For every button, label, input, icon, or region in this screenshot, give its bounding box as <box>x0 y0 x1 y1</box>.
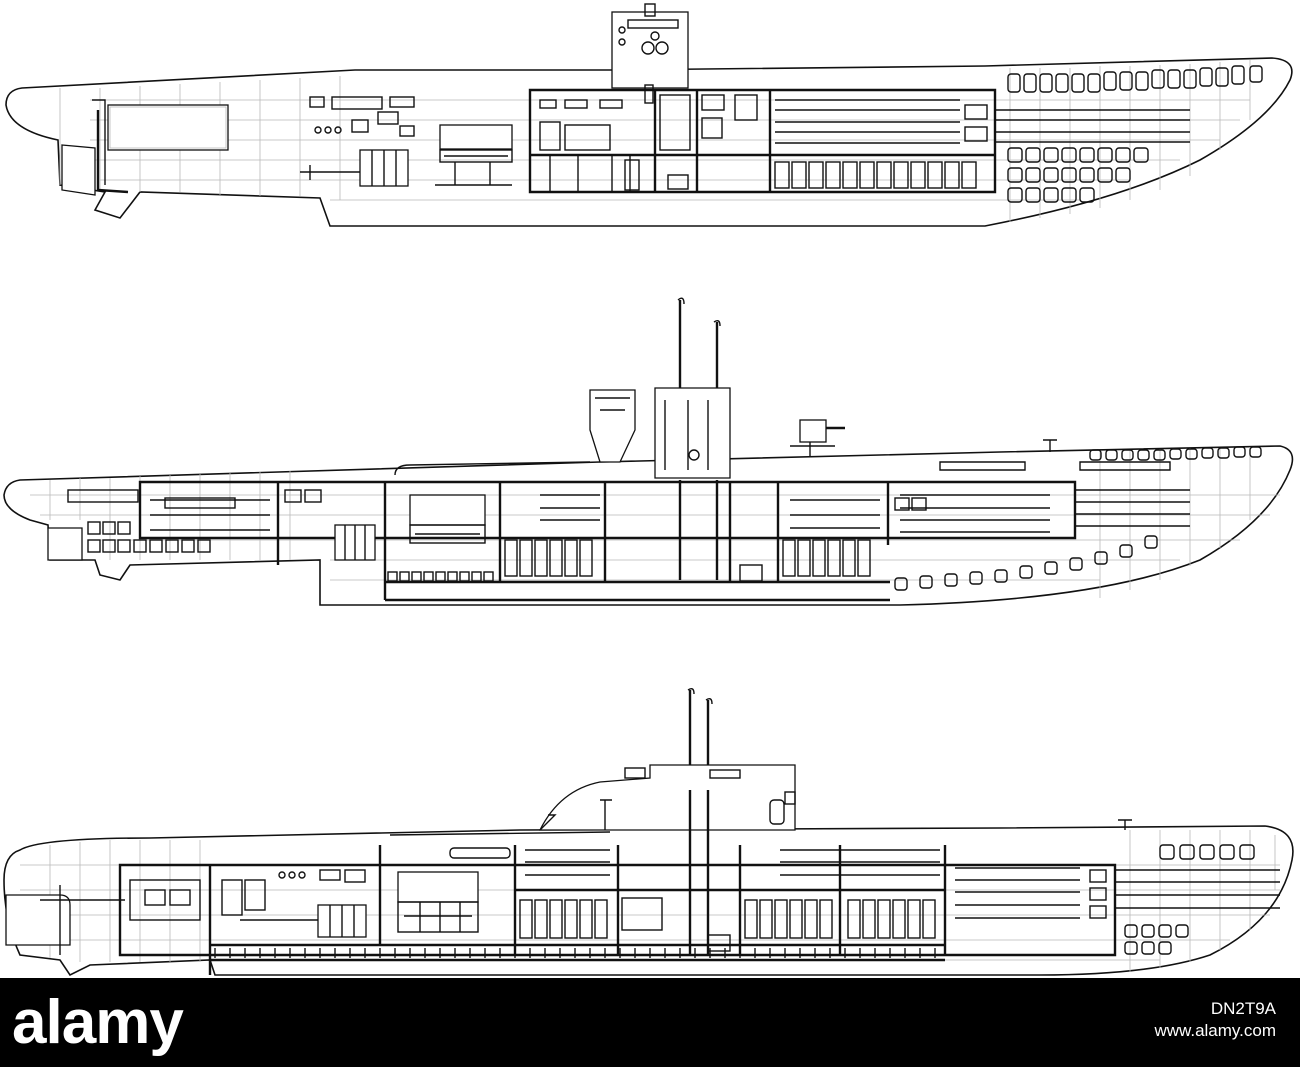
keel-tanks-middle <box>894 446 1262 591</box>
site-url: www.alamy.com <box>1154 1021 1276 1040</box>
interior-bottom <box>118 790 1280 975</box>
bow-tanks-top <box>1007 65 1263 203</box>
submarine-top <box>5 3 1293 227</box>
submarine-bottom <box>3 687 1294 977</box>
interior-middle <box>138 461 1190 602</box>
drawing-canvas <box>3 3 1294 977</box>
control-room-top <box>528 84 1190 194</box>
bow-tanks-bottom <box>1124 844 1255 955</box>
stock-footer-bar: alamy DN2T9A www.alamy.com <box>0 978 1300 1067</box>
image-id: DN2T9A <box>1210 999 1276 1018</box>
submarine-cutaway-drawings <box>3 3 1294 977</box>
stock-id-block: DN2T9A www.alamy.com <box>1154 998 1276 1042</box>
submarine-middle <box>3 297 1294 606</box>
engine-room-top <box>300 96 513 187</box>
hull-grid-middle <box>30 447 1280 598</box>
brand-logo: alamy <box>12 988 184 1057</box>
